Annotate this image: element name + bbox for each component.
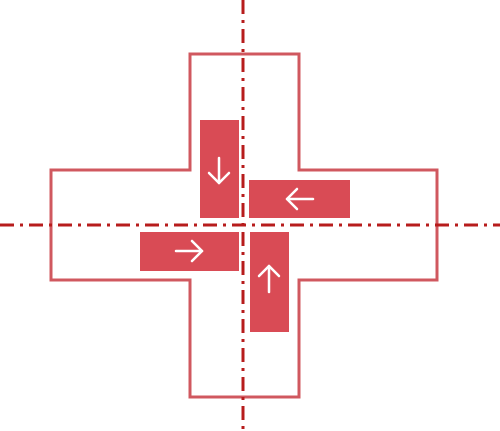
arrow-down-icon (207, 156, 231, 185)
arrow-block-bottom (250, 232, 289, 332)
cross-outline (49, 52, 439, 399)
arrow-block-right (249, 180, 350, 218)
arrow-right-icon (174, 239, 204, 263)
arrow-block-left (140, 232, 239, 271)
arrow-left-icon (285, 187, 315, 211)
arrow-block-top (200, 120, 239, 218)
arrow-up-icon (257, 264, 281, 294)
